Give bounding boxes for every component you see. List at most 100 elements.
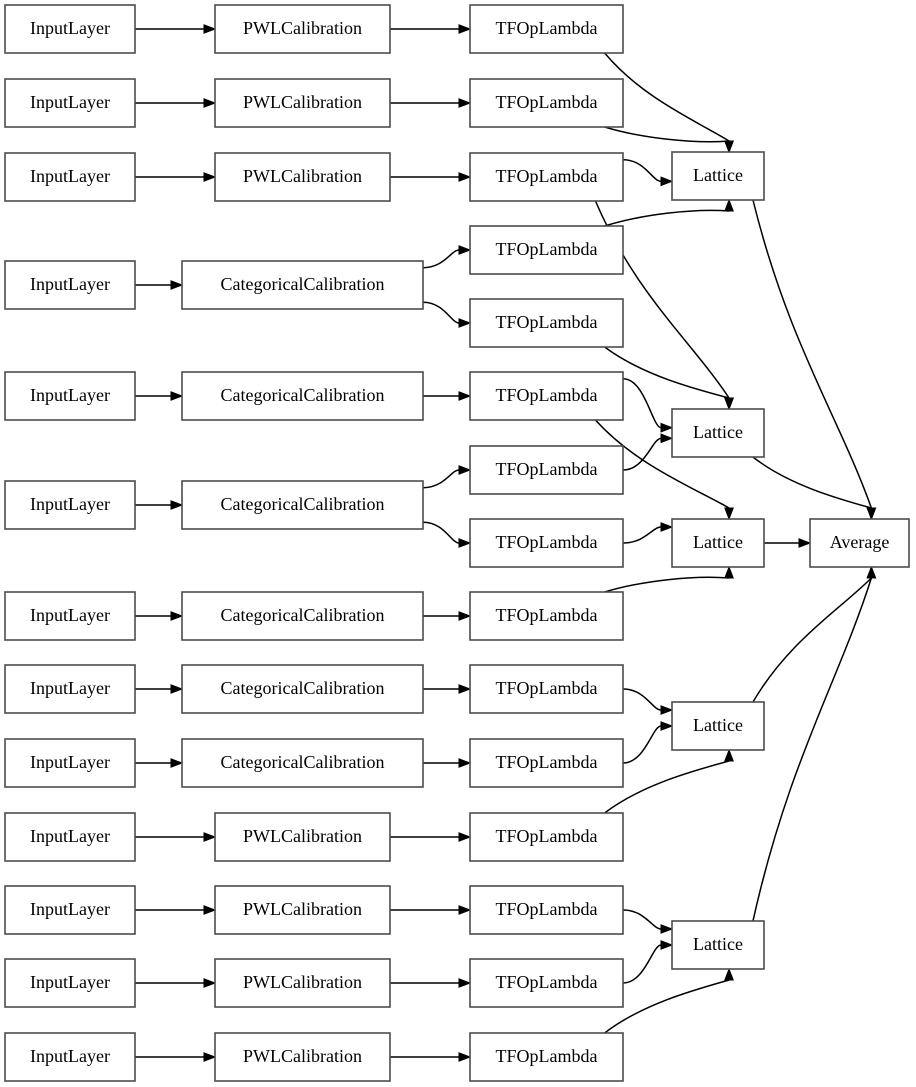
node-box [181,664,424,714]
node-pwlcalibration[interactable]: PWLCalibration [214,958,391,1008]
node-tfoplambda[interactable]: TFOpLambda [469,298,624,348]
node-inputlayer[interactable]: InputLayer [4,812,136,862]
node-inputlayer[interactable]: InputLayer [4,480,136,530]
edge-arrowhead [458,684,472,694]
node-categoricalcalibration[interactable]: CategoricalCalibration [181,738,424,788]
edge-arrowhead [458,172,472,182]
node-box [4,260,136,310]
node-box [181,260,424,310]
node-box [181,738,424,788]
node-box [469,445,624,495]
edge-arrowhead [724,967,734,981]
node-tfoplambda[interactable]: TFOpLambda [469,225,624,275]
node-inputlayer[interactable]: InputLayer [4,885,136,935]
node-box [469,518,624,568]
node-box [4,591,136,641]
node-box [214,812,391,862]
edge-arrowhead [458,245,472,255]
node-pwlcalibration[interactable]: PWLCalibration [214,812,391,862]
node-tfoplambda[interactable]: TFOpLambda [469,518,624,568]
node-inputlayer[interactable]: InputLayer [4,78,136,128]
node-categoricalcalibration[interactable]: CategoricalCalibration [181,664,424,714]
edge-arrowhead [170,758,184,768]
node-average[interactable]: Average [809,518,910,568]
node-tfoplambda[interactable]: TFOpLambda [469,958,624,1008]
node-lattice[interactable]: Lattice [671,151,765,201]
edge-arrowhead [203,1052,217,1062]
node-inputlayer[interactable]: InputLayer [4,260,136,310]
edge-arrowhead [724,140,734,154]
node-pwlcalibration[interactable]: PWLCalibration [214,152,391,202]
edge-arrowhead [458,978,472,988]
node-categoricalcalibration[interactable]: CategoricalCalibration [181,260,424,310]
edge-arrowhead [724,565,734,579]
edge-lam1-to-lat1 [604,52,730,142]
node-inputlayer[interactable]: InputLayer [4,152,136,202]
edge-arrowhead [660,924,674,934]
node-box [214,1032,391,1082]
node-box [469,225,624,275]
node-lattice[interactable]: Lattice [671,518,765,568]
edge-arrowhead [458,905,472,915]
node-box [4,480,136,530]
node-tfoplambda[interactable]: TFOpLambda [469,812,624,862]
node-tfoplambda[interactable]: TFOpLambda [469,664,624,714]
node-box [4,664,136,714]
node-inputlayer[interactable]: InputLayer [4,1032,136,1082]
edge-arrowhead [170,280,184,290]
edge-arrowhead [203,98,217,108]
node-box [4,4,136,54]
edge-lam6-to-lat3 [594,419,730,509]
edge-arrowhead [458,391,472,401]
edge-arrowhead [458,98,472,108]
node-box [4,958,136,1008]
node-box [469,958,624,1008]
node-inputlayer[interactable]: InputLayer [4,958,136,1008]
edge-arrowhead [866,565,877,579]
node-tfoplambda[interactable]: TFOpLambda [469,591,624,641]
node-tfoplambda[interactable]: TFOpLambda [469,371,624,421]
edge-lam10-to-lat4 [622,688,662,711]
node-box [4,1032,136,1082]
node-box [469,885,624,935]
node-box [469,591,624,641]
node-inputlayer[interactable]: InputLayer [4,371,136,421]
node-categoricalcalibration[interactable]: CategoricalCalibration [181,591,424,641]
node-box [671,920,765,970]
edge-arrowhead [458,758,472,768]
node-pwlcalibration[interactable]: PWLCalibration [214,4,391,54]
node-lattice[interactable]: Lattice [671,701,765,751]
node-box [214,4,391,54]
node-box [214,78,391,128]
node-tfoplambda[interactable]: TFOpLambda [469,78,624,128]
node-tfoplambda[interactable]: TFOpLambda [469,445,624,495]
node-box [214,885,391,935]
edge-arrowhead [660,721,674,731]
node-tfoplambda[interactable]: TFOpLambda [469,152,624,202]
node-tfoplambda[interactable]: TFOpLambda [469,4,624,54]
node-pwlcalibration[interactable]: PWLCalibration [214,1032,391,1082]
node-inputlayer[interactable]: InputLayer [4,664,136,714]
edge-lam2-to-lat1 [604,126,730,143]
edge-lam5-to-lat2 [604,346,730,399]
edge-lam6-to-lat2 [622,377,662,429]
node-box [469,78,624,128]
node-inputlayer[interactable]: InputLayer [4,738,136,788]
node-categoricalcalibration[interactable]: CategoricalCalibration [181,480,424,530]
edge-arrowhead [203,832,217,842]
node-inputlayer[interactable]: InputLayer [4,591,136,641]
node-tfoplambda[interactable]: TFOpLambda [469,885,624,935]
node-tfoplambda[interactable]: TFOpLambda [469,1032,624,1082]
node-categoricalcalibration[interactable]: CategoricalCalibration [181,371,424,421]
edge-arrowhead [798,538,812,548]
node-pwlcalibration[interactable]: PWLCalibration [214,78,391,128]
node-tfoplambda[interactable]: TFOpLambda [469,738,624,788]
node-lattice[interactable]: Lattice [671,920,765,970]
edge-arrowhead [660,433,674,444]
edge-lam14-to-lat5 [622,944,662,984]
node-inputlayer[interactable]: InputLayer [4,4,136,54]
node-pwlcalibration[interactable]: PWLCalibration [214,885,391,935]
node-lattice[interactable]: Lattice [671,408,765,458]
edge-lam13-to-lat5 [622,909,662,930]
